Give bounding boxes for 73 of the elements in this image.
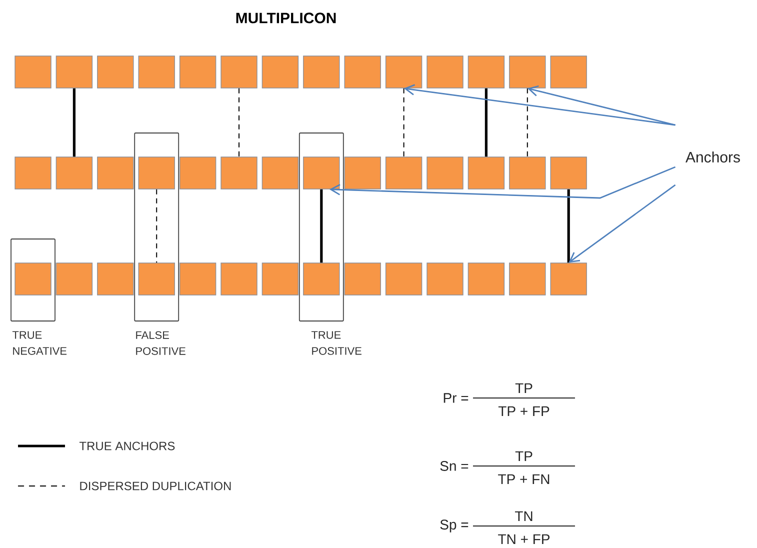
gene-box — [56, 56, 93, 88]
node-label: TRUE POSITIVE — [311, 331, 362, 355]
gene-box — [509, 156, 546, 190]
denominator: TP + FN — [498, 474, 550, 484]
gene-box — [138, 156, 175, 190]
gene-box — [303, 156, 340, 190]
anchor-line — [320, 189, 323, 263]
gene-box — [56, 156, 93, 190]
anchor-line — [156, 188, 158, 264]
gene-box — [385, 156, 422, 190]
selection-frame: TRUE NEGATIVE — [10, 238, 67, 355]
arrow — [404, 84, 676, 126]
gene-box — [303, 56, 340, 88]
gene-box — [550, 156, 587, 190]
legend-text: DISPERSED DUPLICATION — [80, 482, 231, 490]
gene-box — [344, 262, 381, 296]
gene-box — [426, 56, 464, 88]
gene-box — [344, 56, 381, 88]
gene-box — [426, 156, 464, 190]
gene-box — [138, 56, 175, 88]
denominator: TN + FP — [498, 534, 550, 544]
gene-box — [550, 56, 587, 88]
anchor-line — [238, 88, 240, 158]
gene-box — [468, 156, 505, 190]
gene-box — [97, 56, 134, 88]
numerator: TP — [515, 383, 532, 393]
legend-text: TRUE ANCHORS — [79, 442, 175, 450]
gene-box — [220, 56, 258, 88]
gene-box — [179, 156, 216, 190]
gene-box — [220, 156, 258, 190]
arrow — [568, 184, 676, 263]
numerator: TN — [514, 511, 532, 521]
gene-box — [262, 262, 299, 296]
gene-box — [426, 262, 464, 296]
gene-box — [14, 156, 52, 190]
gene-box — [138, 262, 175, 296]
numerator: TP — [515, 451, 532, 461]
formula-label: Sn = — [440, 461, 468, 471]
arrow — [329, 166, 676, 199]
gene-box — [385, 56, 422, 88]
arrow — [527, 85, 676, 126]
gene-box — [14, 56, 52, 88]
selection-frame: FALSE POSITIVE — [134, 132, 186, 355]
gene-box — [468, 262, 505, 296]
formula-label: Pr = — [444, 393, 468, 403]
anchor-line — [526, 88, 528, 158]
selection-frame: TRUE POSITIVE — [298, 132, 362, 355]
gene-box — [179, 56, 216, 88]
gene-box — [56, 262, 93, 296]
gene-box — [179, 262, 216, 296]
gene-box — [220, 262, 258, 296]
gene-box — [344, 156, 381, 190]
anchor-line — [484, 88, 488, 157]
gene-box — [385, 262, 422, 296]
anchor-line — [567, 189, 570, 263]
denominator: TP + FP — [498, 406, 550, 416]
gene-box — [468, 56, 505, 88]
gene-box — [262, 156, 299, 190]
formula-label: Sp = — [440, 520, 468, 532]
gene-box — [509, 262, 546, 296]
gene-box — [509, 56, 546, 88]
anchor-line — [403, 88, 404, 158]
anchors-label: Anchors — [686, 152, 740, 162]
anchor-line — [72, 88, 76, 157]
gene-box — [303, 262, 340, 296]
gene-box — [97, 156, 134, 190]
node-label: FALSE POSITIVE — [136, 331, 186, 355]
node-label: TRUE NEGATIVE — [12, 331, 67, 355]
title: MULTIPLICON — [236, 12, 336, 24]
gene-box — [14, 262, 52, 296]
gene-box — [550, 262, 587, 296]
gene-box — [262, 56, 299, 88]
gene-box — [97, 262, 134, 296]
